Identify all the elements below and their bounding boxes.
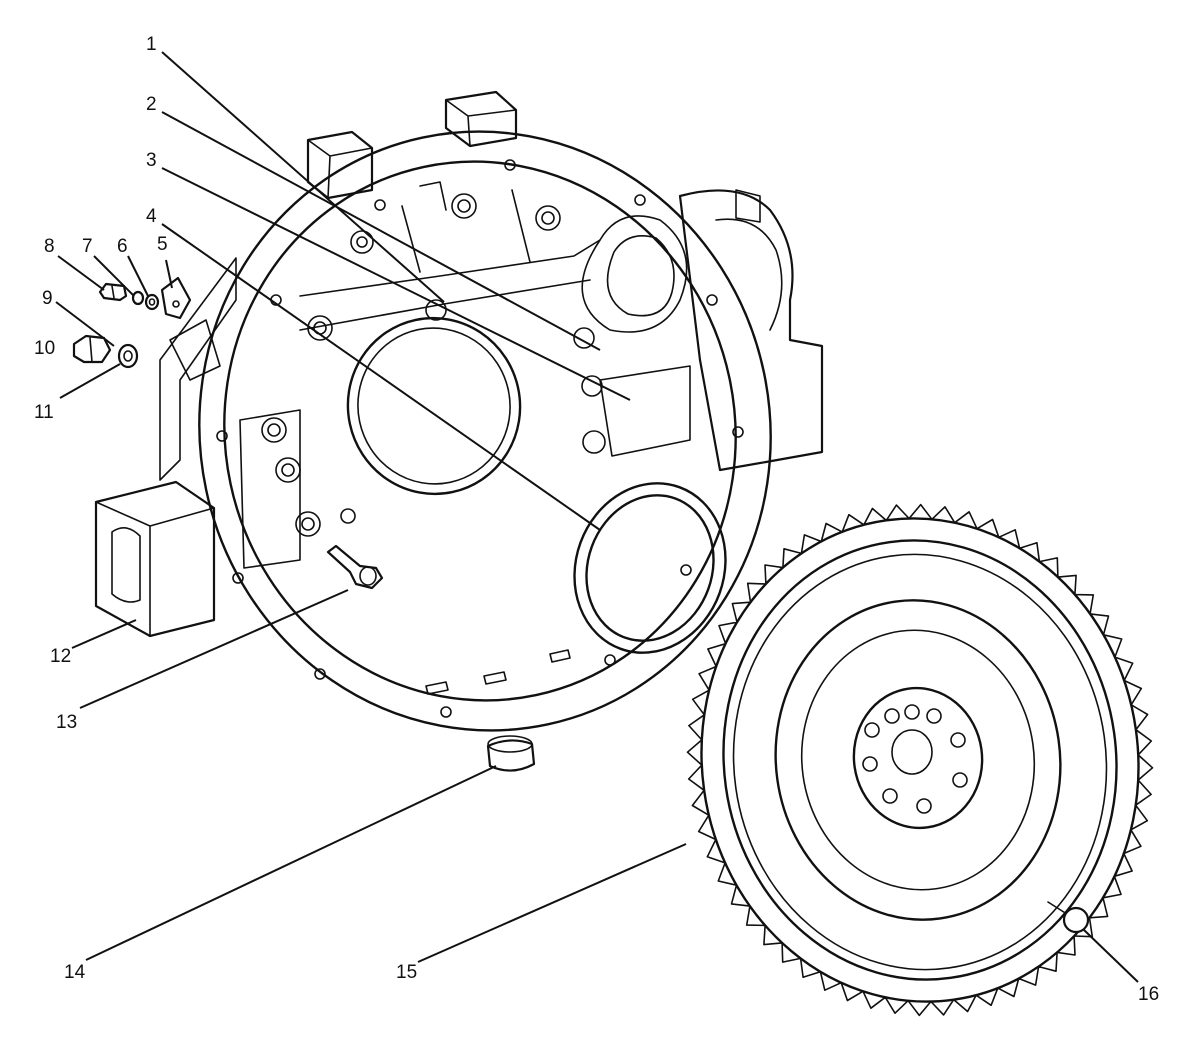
ring-gear-teeth-outline	[686, 503, 1154, 1017]
leader-line-11	[59, 363, 121, 399]
callout-label-10: 10	[34, 338, 55, 359]
leader-line-7	[93, 255, 135, 297]
leader-line-5	[165, 259, 173, 289]
callout-label-14: 14	[64, 962, 86, 983]
dowel-pin-part-16	[1047, 901, 1090, 934]
callout-label-15: 15	[396, 962, 417, 983]
leader-line-14	[85, 765, 497, 961]
seal-ring-part-11	[117, 343, 139, 369]
callout-label-8: 8	[44, 236, 55, 257]
o-ring-part-4	[573, 482, 727, 654]
callout-labels: 1 2 3 4 5 6 7 8 9 10 11 12 13 14 15 16	[34, 34, 1159, 1005]
cover-plate-part-5	[160, 276, 192, 320]
callout-label-16: 16	[1138, 984, 1159, 1005]
leader-line-4	[161, 223, 601, 531]
leader-line-15	[417, 843, 687, 963]
callout-label-11: 11	[34, 402, 54, 423]
leader-line-9	[55, 301, 115, 347]
leader-line-2	[161, 111, 601, 351]
flywheel-ring-gear	[686, 503, 1154, 1017]
callout-label-12: 12	[50, 646, 71, 667]
lock-washer-part-7	[131, 290, 145, 306]
callout-leader-lines	[55, 51, 1139, 983]
leader-line-8	[57, 255, 105, 291]
bolt-part-8	[98, 282, 128, 302]
callout-label-7: 7	[82, 236, 93, 257]
callout-label-13: 13	[56, 712, 77, 733]
callout-label-4: 4	[146, 206, 157, 227]
leader-line-1	[161, 51, 445, 303]
leader-line-16	[1083, 929, 1139, 983]
callout-label-6: 6	[117, 236, 128, 257]
bolt-part-13	[326, 544, 384, 590]
ring-gear-teeth	[686, 503, 1154, 1017]
washer-part-6	[144, 293, 160, 311]
leader-line-12	[71, 619, 137, 649]
callout-label-2: 2	[146, 94, 157, 115]
leader-line-3	[161, 167, 631, 401]
leader-line-13	[79, 589, 349, 709]
cap-part-14	[486, 735, 536, 772]
drain-plug-part-10	[72, 334, 112, 364]
leader-line-6	[127, 255, 149, 297]
callout-label-5: 5	[157, 234, 168, 255]
callout-label-3: 3	[146, 150, 157, 171]
flywheel-housing	[94, 90, 824, 732]
callout-label-1: 1	[146, 34, 157, 55]
callout-label-9: 9	[42, 288, 53, 309]
